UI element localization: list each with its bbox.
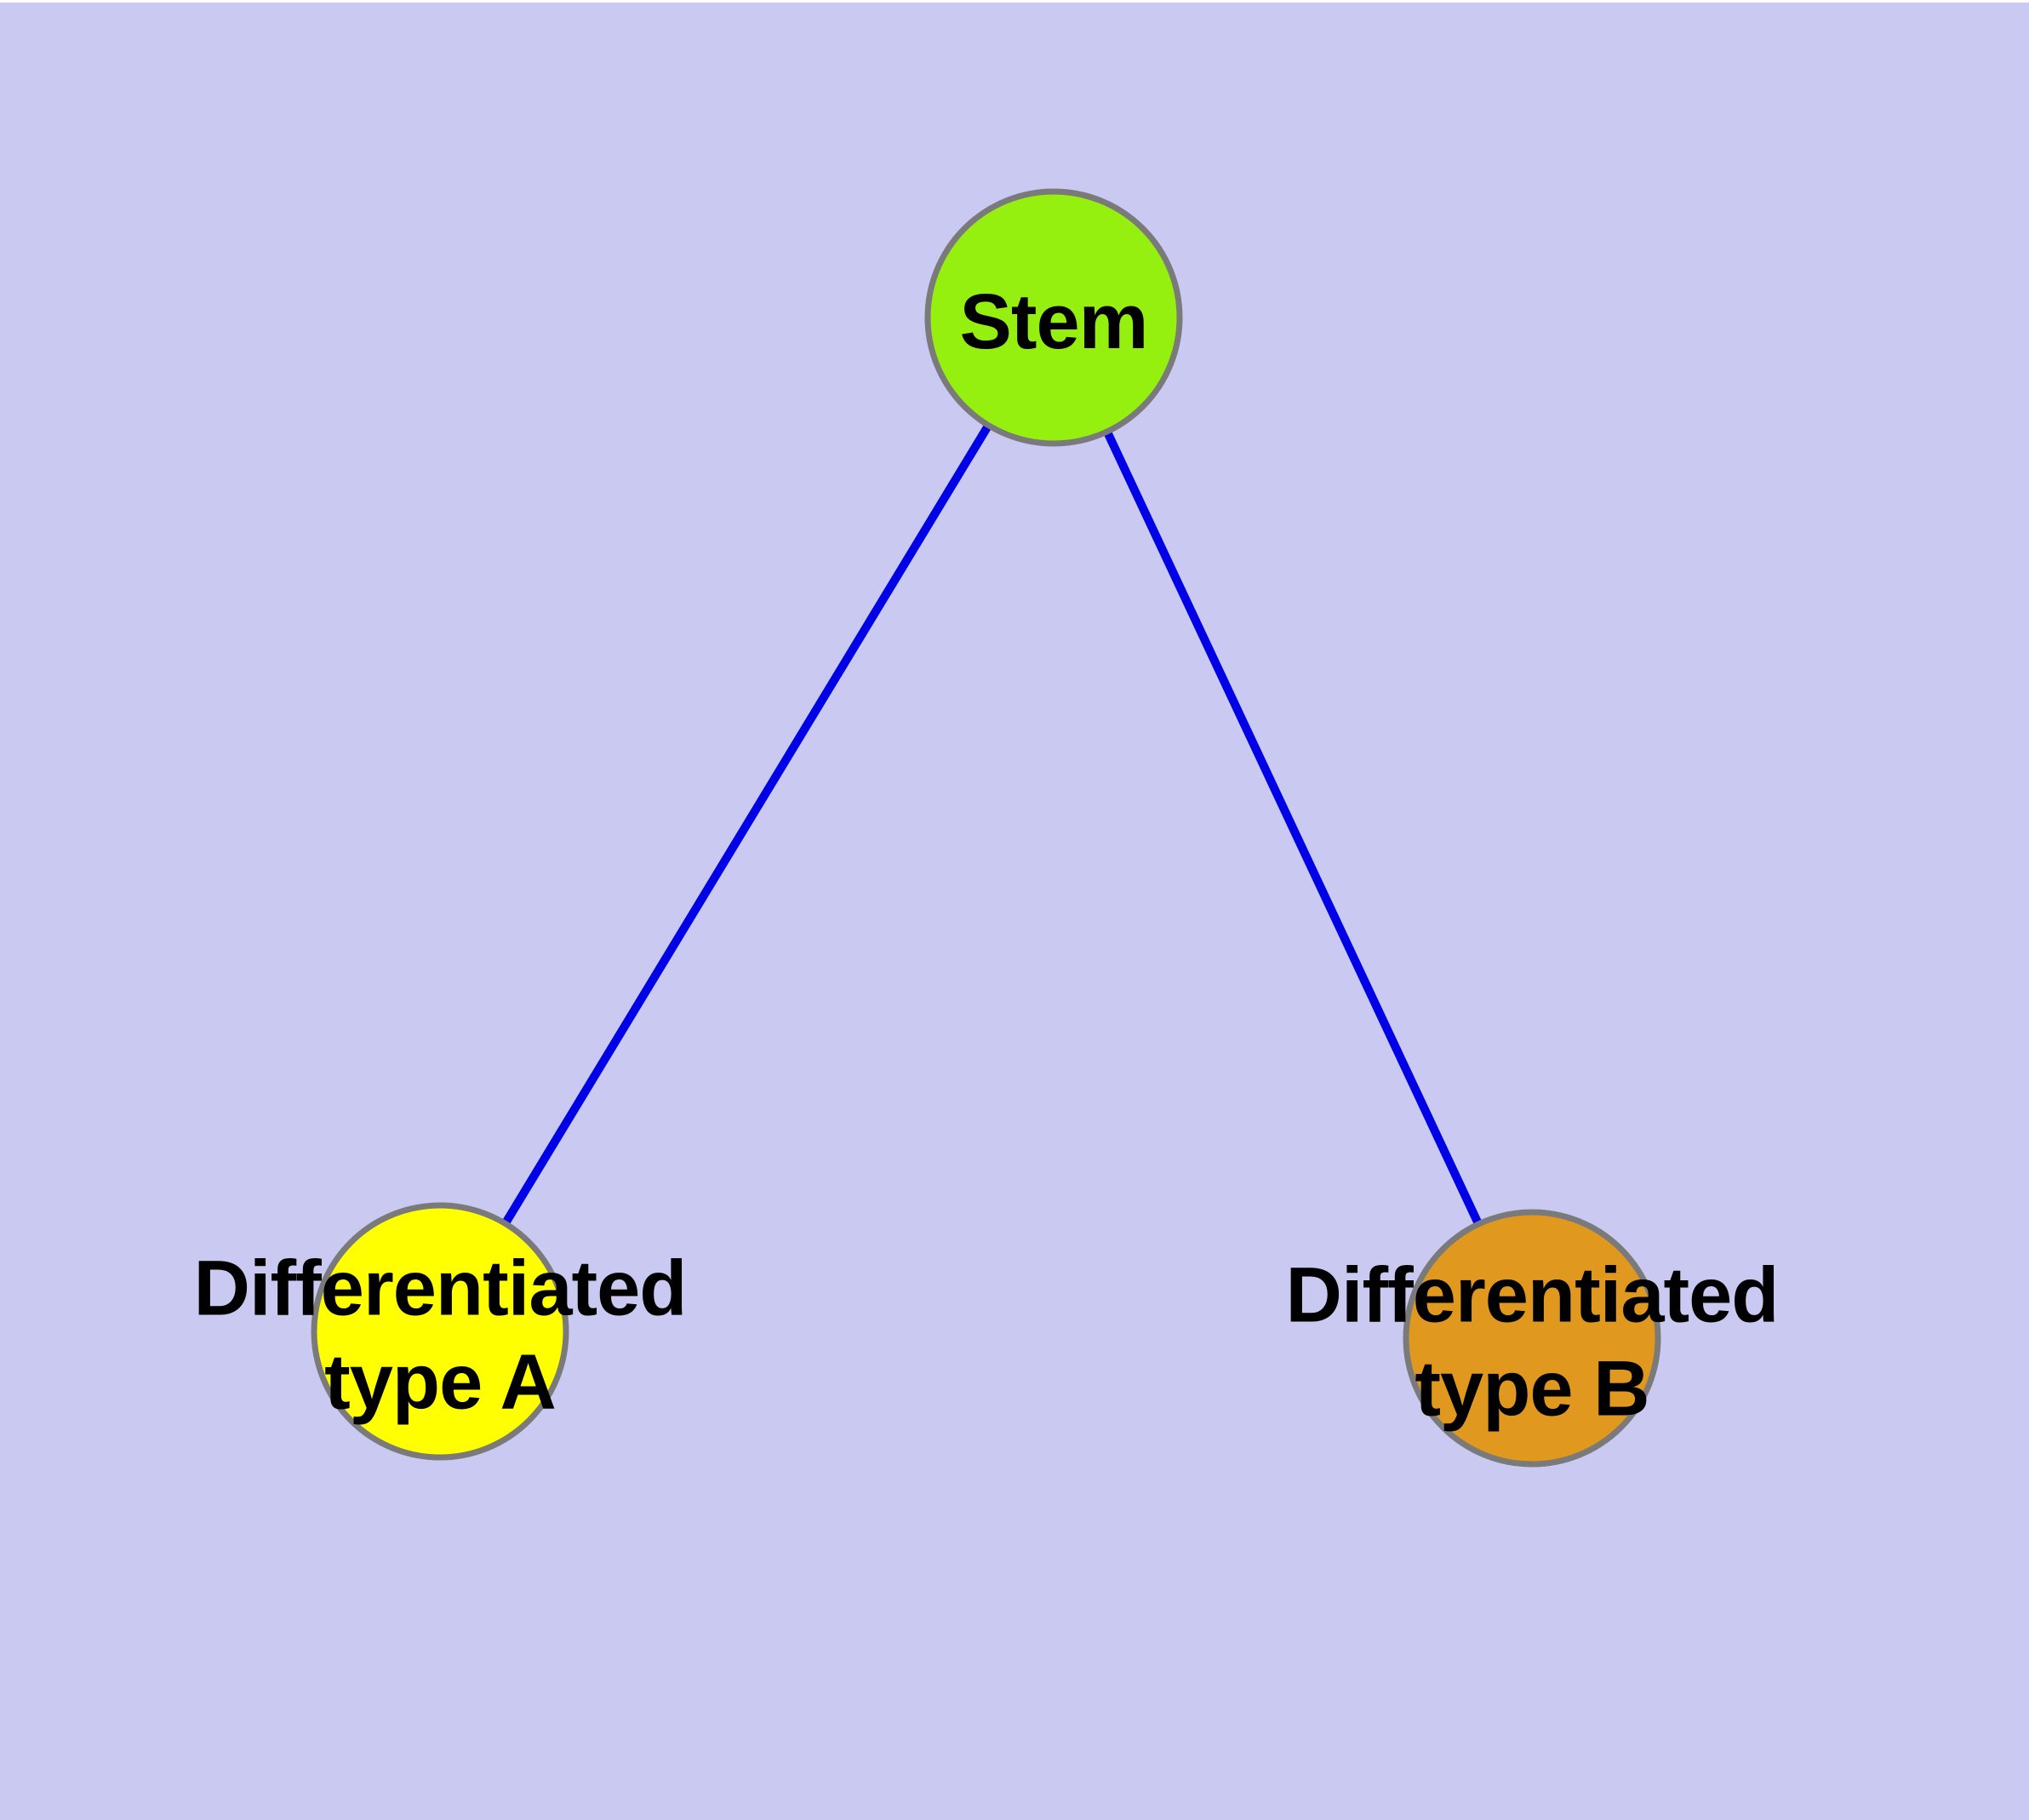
node-label-type-a-line2: type A xyxy=(324,1339,557,1426)
node-stem[interactable] xyxy=(924,188,1183,447)
top-border-strip xyxy=(0,0,2029,3)
node-differentiated-type-b[interactable] xyxy=(1403,1209,1661,1468)
node-label-type-b-line1: Differentiated xyxy=(1285,1251,1780,1339)
node-label-type-a-line1: Differentiated xyxy=(193,1245,688,1332)
edge-stem-to-type-a[interactable] xyxy=(436,315,1058,1334)
node-differentiated-type-a[interactable] xyxy=(311,1202,569,1461)
edge-stem-to-type-b[interactable] xyxy=(1049,315,1536,1341)
node-label-stem-line1: Stem xyxy=(959,278,1149,365)
node-label-differentiated-type-a: Differentiated type A xyxy=(193,1242,688,1430)
node-label-stem: Stem xyxy=(959,275,1149,369)
node-label-differentiated-type-b: Differentiated type B xyxy=(1285,1249,1780,1437)
node-label-type-b-line2: type B xyxy=(1415,1346,1649,1433)
